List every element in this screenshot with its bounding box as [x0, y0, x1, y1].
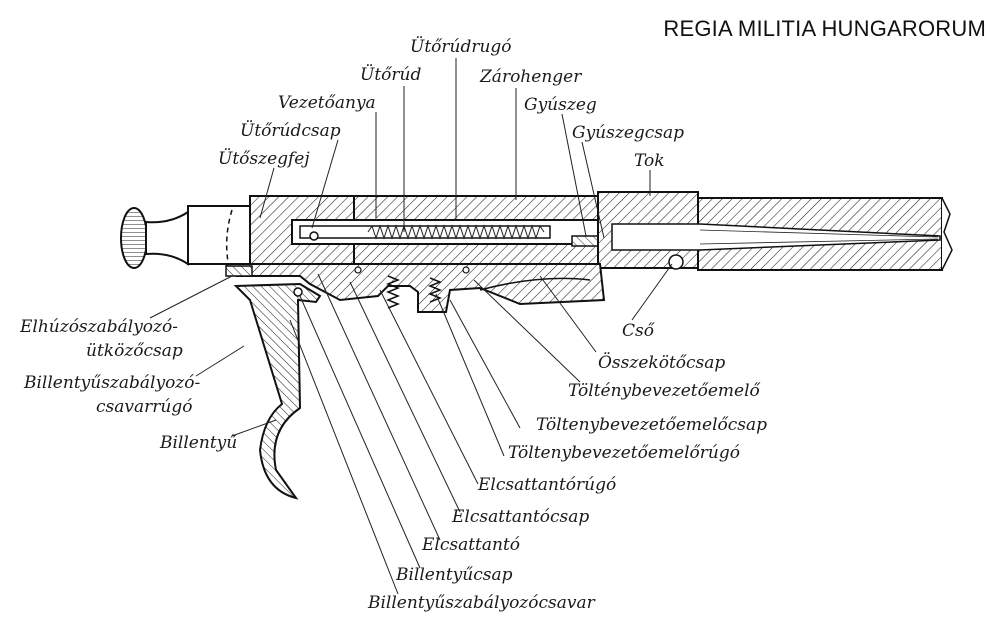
- label-billszab-line2: csavarrúgó: [96, 397, 193, 417]
- label-toltenybevezetoemelorugo: Töltenybevezetőemelőrúgó: [508, 443, 740, 463]
- label-utorudcsap: Ütőrúdcsap: [240, 121, 341, 141]
- label-utoszegfej: Ütőszegfej: [218, 149, 310, 169]
- label-zarohenger: Zárohenger: [480, 67, 582, 87]
- label-toltenybevezetoemelo: Tölténybevezetőemelő: [568, 381, 760, 401]
- barrel: [597, 191, 953, 271]
- bolt-knob: [120, 207, 189, 269]
- label-gyuszeg: Gyúszeg: [524, 95, 597, 115]
- label-billentyuszabalyozocsavar: Billentyűszabályozócsavar: [368, 593, 595, 613]
- trigger-housing: [223, 263, 606, 313]
- receiver: [291, 195, 607, 265]
- trigger: [233, 282, 322, 500]
- label-billentyucsap: Billentyűcsap: [396, 565, 513, 585]
- label-billszab-line1: Billentyűszabályozó-: [24, 373, 201, 393]
- label-elhuzo-line2: ütközőcsap: [86, 341, 183, 361]
- label-cso: Cső: [622, 321, 654, 341]
- label-elcsattantorugo: Elcsattantórúgó: [478, 475, 617, 495]
- label-elcsattantocsap: Elcsattantócsap: [452, 507, 590, 527]
- label-osszekotocsap: Összekötőcsap: [598, 353, 726, 373]
- label-elcsattanto: Elcsattantó: [422, 535, 521, 555]
- label-elhuzo-line1: Elhúzószabályozó-: [20, 317, 178, 337]
- label-toltenybevezetoemelocsap: Töltenybevezetőemelőcsap: [536, 415, 768, 435]
- label-utorudrugo: Ütőrúdrugó: [410, 37, 512, 57]
- label-gyuszegcsap: Gyúszegcsap: [572, 123, 685, 143]
- label-billentyu: Billentyű: [160, 433, 238, 453]
- leader-lines: [149, 58, 673, 595]
- label-vezetoanya: Vezetőanya: [278, 93, 376, 113]
- label-utorud: Ütőrúd: [360, 65, 422, 85]
- page-title: REGIA MILITIA HUNGARORUM: [663, 16, 986, 41]
- label-tok: Tok: [634, 151, 665, 171]
